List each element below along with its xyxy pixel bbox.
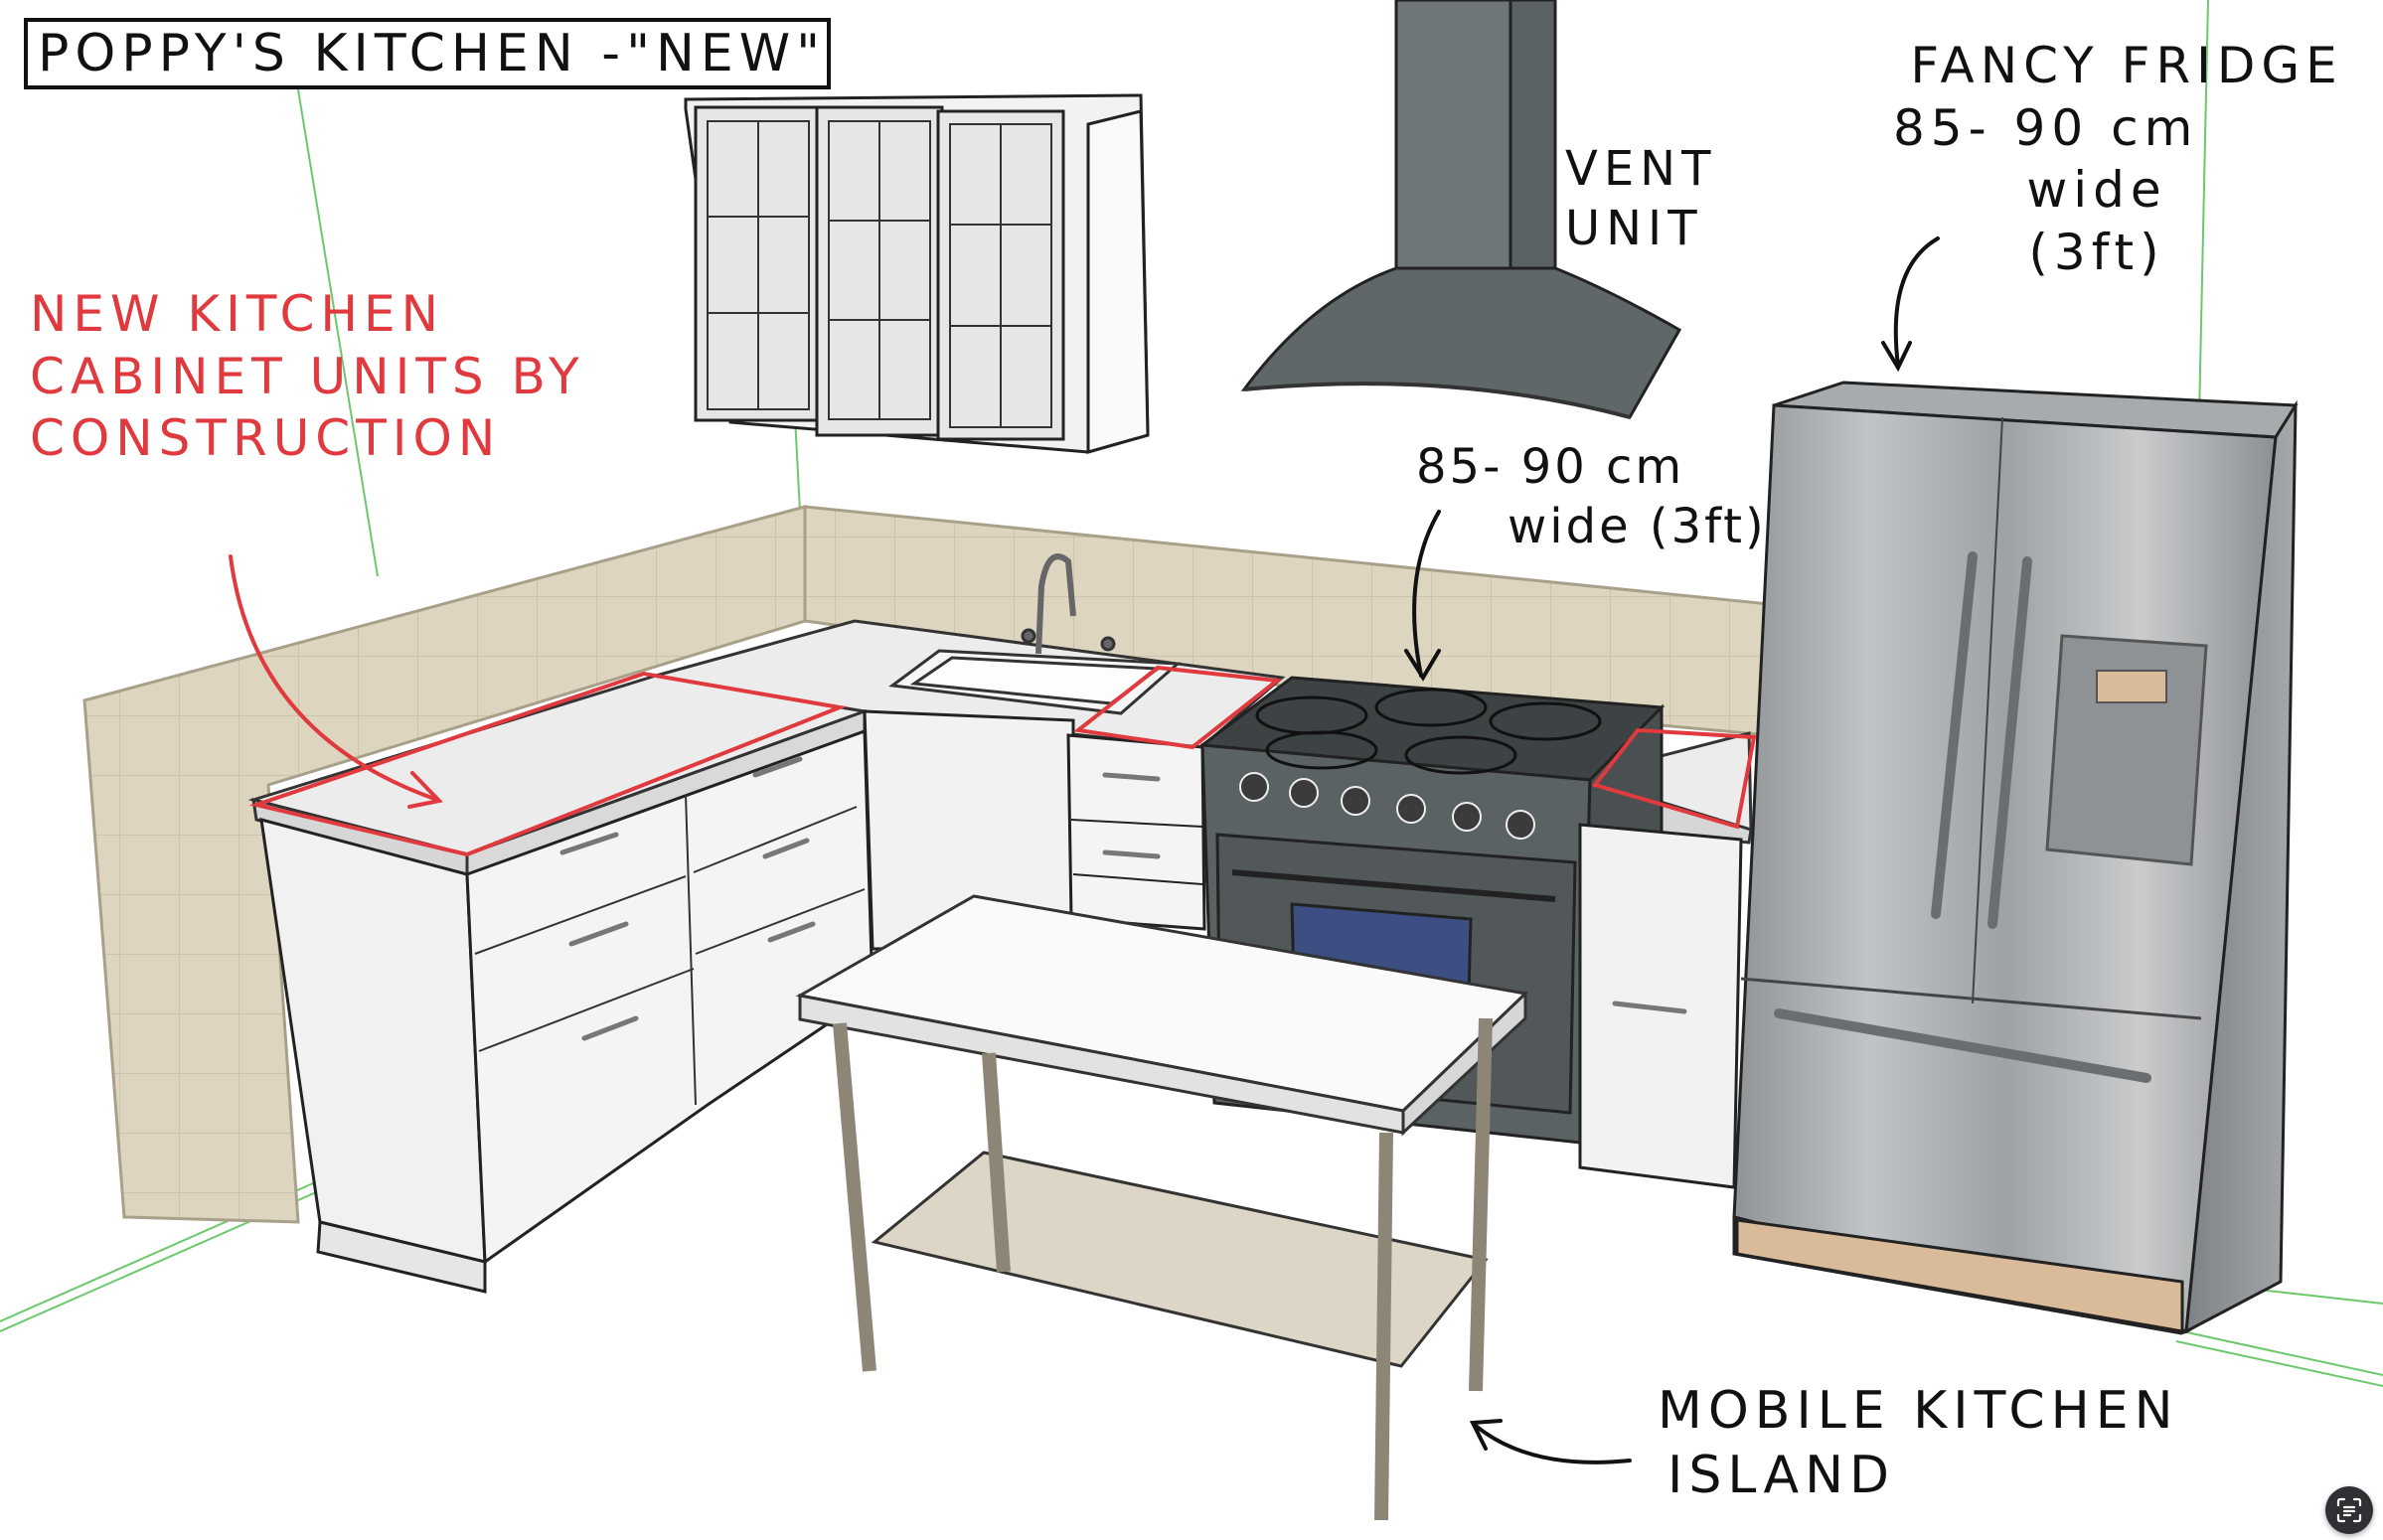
cabinet-highlights [248,665,1757,857]
annotation-fridge-line-2: 85- 90 cm [1893,98,2199,157]
annotation-fridge-line-1: FANCY FRIDGE [1910,37,2343,94]
annotation-cabinets-line-3: CONSTRUCTION [30,409,502,467]
upper-cabinets [684,93,1150,454]
annotation-fridge-line-3: wide [2026,161,2167,219]
annotation-fridge-line-4: (3ft) [2028,223,2165,281]
annotation-island-line-2: ISLAND [1668,1446,1896,1505]
lower-cabinets-left [259,728,874,1294]
annotation-vent: VENT UNIT [1565,139,1716,258]
annotation-cabinets-line-1: NEW KITCHEN [30,285,444,343]
annotation-island-line-1: MOBILE KITCHEN [1658,1381,2179,1441]
annotation-island: MOBILE KITCHEN ISLAND [1658,1379,2178,1508]
annotation-cabinets: NEW KITCHEN CABINET UNITS BY CONSTRUCTIO… [30,283,585,470]
fridge [1732,381,2299,1335]
cabinet-arrow [229,554,443,809]
page-title: POPPY'S KITCHEN -"NEW" [24,18,831,89]
annotation-stove-line-1: 85- 90 cm [1416,439,1685,495]
annotation-stove-line-2: wide (3ft) [1508,499,1767,554]
annotation-fridge: FANCY FRIDGE 85- 90 cm wide (3ft) [1893,35,2360,283]
annotation-vent-line-2: UNIT [1565,201,1703,256]
annotation-arrows [1404,236,1940,1464]
scan-text-glyph [2336,1497,2362,1523]
annotation-cabinets-line-2: CABINET UNITS BY [30,347,585,405]
lower-cabinet-right [1578,823,1743,1189]
scan-text-icon[interactable] [2325,1486,2373,1534]
annotation-stove: 85- 90 cm wide (3ft) [1416,437,1767,556]
annotation-vent-line-1: VENT [1565,141,1717,197]
range-hood [1240,0,1682,419]
lower-cabinets-middle [863,709,1206,951]
mobile-island [795,894,1529,1521]
